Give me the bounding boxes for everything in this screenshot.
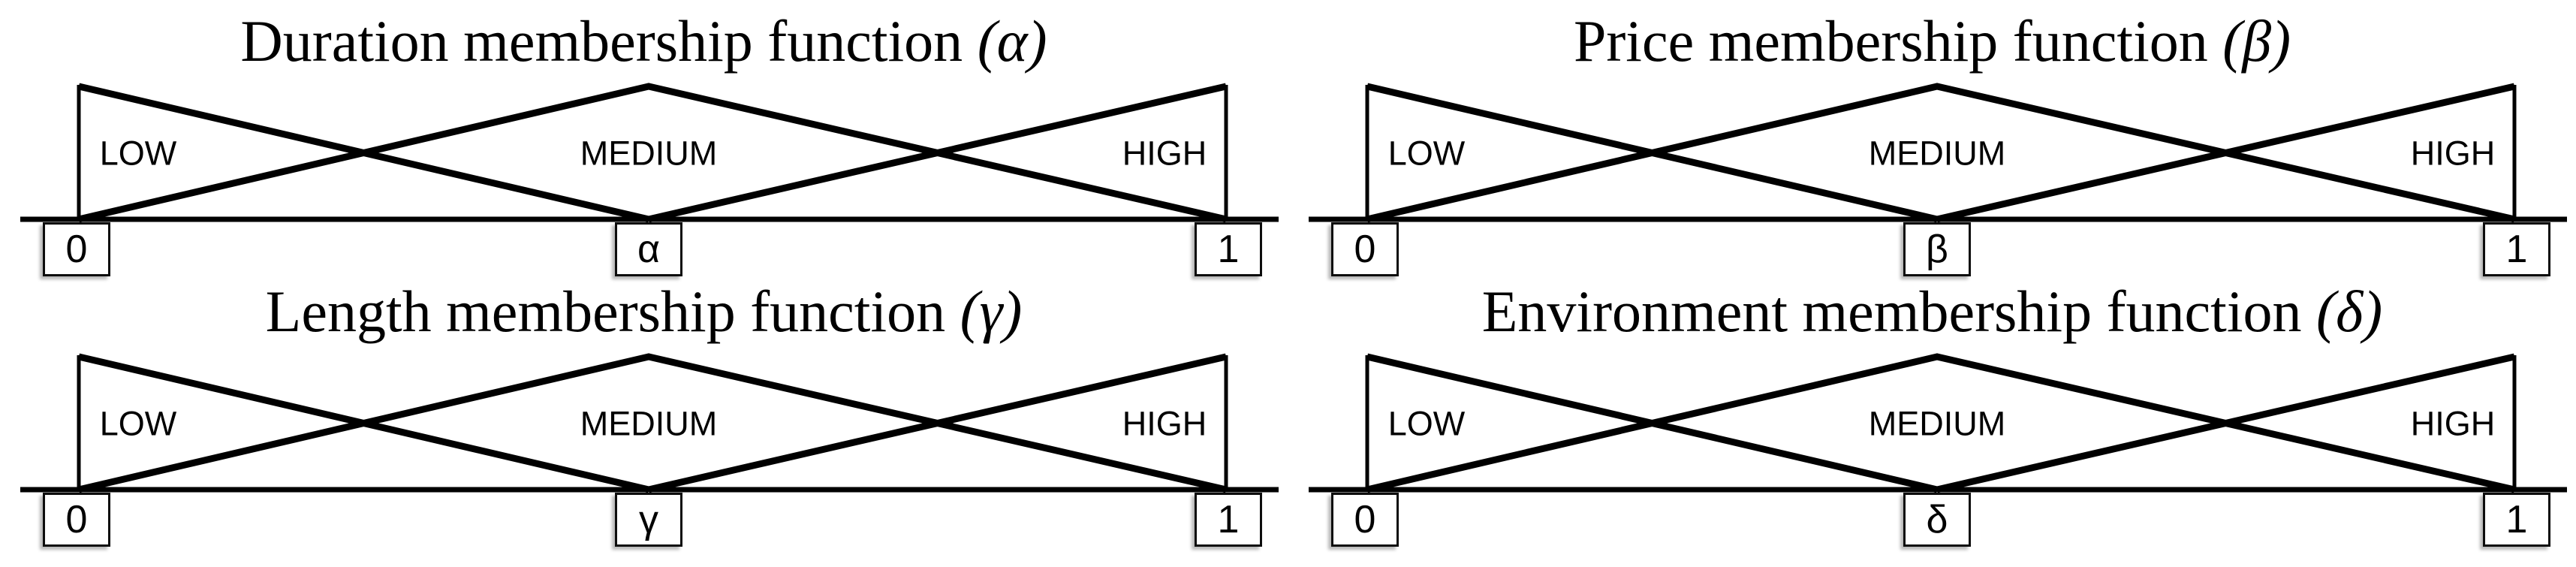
tick-box-zero: 0 <box>1331 222 1399 276</box>
tick-box-one: 1 <box>2483 493 2550 547</box>
high-rising-line <box>1936 83 2516 223</box>
set-label-medium: MEDIUM <box>580 134 717 173</box>
tick-box-symbol: β <box>1903 222 1971 276</box>
set-label-low: LOW <box>100 134 177 173</box>
tick-box-one: 1 <box>1195 493 1262 547</box>
tick-box-zero: 0 <box>1331 493 1399 547</box>
set-label-low: LOW <box>100 405 177 443</box>
tick-box-symbol: γ <box>615 493 682 547</box>
high-rising-line <box>647 83 1228 223</box>
panel-title-text: Environment membership function <box>1481 279 2302 344</box>
tick-box-zero: 0 <box>43 222 110 276</box>
set-label-medium: MEDIUM <box>580 405 717 443</box>
high-rising-line <box>1936 353 2516 493</box>
medium-triangle-line <box>77 353 1228 493</box>
set-label-high: HIGH <box>2411 134 2496 173</box>
panel-title-text: Price membership function <box>1573 8 2208 74</box>
panel-title-symbol: (δ) <box>2316 279 2383 344</box>
panel-title-symbol: (α) <box>977 8 1047 74</box>
tick-box-zero: 0 <box>43 493 110 547</box>
membership-plot: LOW MEDIUM HIGH <box>20 353 1279 493</box>
set-label-medium: MEDIUM <box>1869 405 2005 443</box>
panel-length: Length membership function (γ) LOW MEDIU… <box>0 270 1288 553</box>
panel-title: Environment membership function (δ) <box>1288 278 2576 345</box>
medium-triangle-line <box>1366 353 2516 493</box>
medium-triangle-line <box>1366 83 2516 223</box>
set-label-medium: MEDIUM <box>1869 134 2005 173</box>
set-label-high: HIGH <box>1122 405 1207 443</box>
panel-title-symbol: (γ) <box>960 279 1023 344</box>
panel-title: Length membership function (γ) <box>0 278 1288 345</box>
panel-title: Duration membership function (α) <box>0 8 1288 75</box>
panel-title-symbol: (β) <box>2222 8 2291 74</box>
set-label-high: HIGH <box>1122 134 1207 173</box>
membership-plot: LOW MEDIUM HIGH <box>20 83 1279 223</box>
panel-title-text: Length membership function <box>265 279 946 344</box>
tick-box-symbol: α <box>615 222 682 276</box>
panel-environment: Environment membership function (δ) LOW … <box>1288 270 2576 553</box>
panel-price: Price membership function (β) LOW MEDIUM… <box>1288 0 2576 283</box>
panel-duration: Duration membership function (α) LOW MED… <box>0 0 1288 283</box>
tick-box-symbol: δ <box>1903 493 1971 547</box>
membership-plot: LOW MEDIUM HIGH <box>1309 83 2567 223</box>
set-label-low: LOW <box>1388 405 1466 443</box>
tick-box-one: 1 <box>2483 222 2550 276</box>
tick-box-one: 1 <box>1195 222 1262 276</box>
panel-title-text: Duration membership function <box>240 8 963 74</box>
medium-triangle-line <box>77 83 1228 223</box>
set-label-low: LOW <box>1388 134 1466 173</box>
set-label-high: HIGH <box>2411 405 2496 443</box>
high-rising-line <box>647 353 1228 493</box>
membership-plot: LOW MEDIUM HIGH <box>1309 353 2567 493</box>
panel-title: Price membership function (β) <box>1288 8 2576 75</box>
